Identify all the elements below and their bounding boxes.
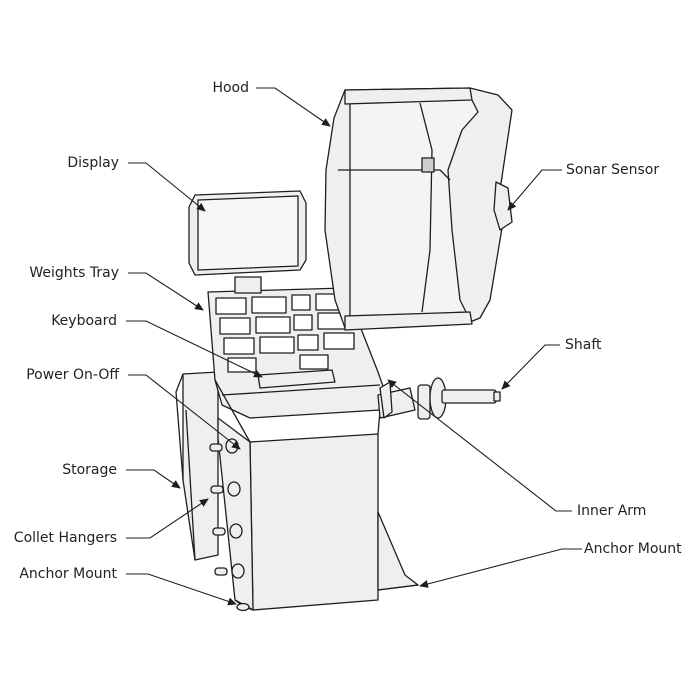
keyboard-leader <box>126 320 263 378</box>
label-collet-hangers: Collet Hangers <box>13 530 117 546</box>
collet-hangers-leader <box>126 498 209 539</box>
hood-leader <box>256 87 331 127</box>
inner-arm-leader <box>387 379 572 512</box>
sonar-leader <box>507 169 562 211</box>
display-leader <box>128 162 206 212</box>
hood <box>324 87 513 331</box>
label-keyboard: Keyboard <box>51 313 117 329</box>
label-power-on-off: Power On-Off <box>26 367 119 383</box>
label-sonar-sensor: Sonar Sensor <box>566 162 660 178</box>
storage-bin <box>175 371 219 561</box>
label-inner-arm: Inner Arm <box>577 503 647 519</box>
shaft-leader <box>501 344 560 390</box>
anchor-right-leader <box>419 548 582 588</box>
label-anchor-mount-right: Anchor Mount <box>584 541 682 557</box>
cabinet-body <box>217 417 419 611</box>
anchor-foot-left <box>236 602 250 612</box>
shaft-assembly <box>377 377 501 420</box>
label-display: Display <box>67 155 119 171</box>
weights-tray-leader <box>128 272 204 311</box>
label-shaft: Shaft <box>565 337 602 353</box>
power-leader <box>128 374 241 450</box>
storage-leader <box>126 469 181 489</box>
label-anchor-mount-left: Anchor Mount <box>19 566 117 582</box>
label-storage: Storage <box>62 462 117 478</box>
anchor-left-leader <box>126 573 237 606</box>
label-hood: Hood <box>212 80 249 96</box>
label-weights-tray: Weights Tray <box>29 265 119 281</box>
display-unit <box>188 190 307 294</box>
